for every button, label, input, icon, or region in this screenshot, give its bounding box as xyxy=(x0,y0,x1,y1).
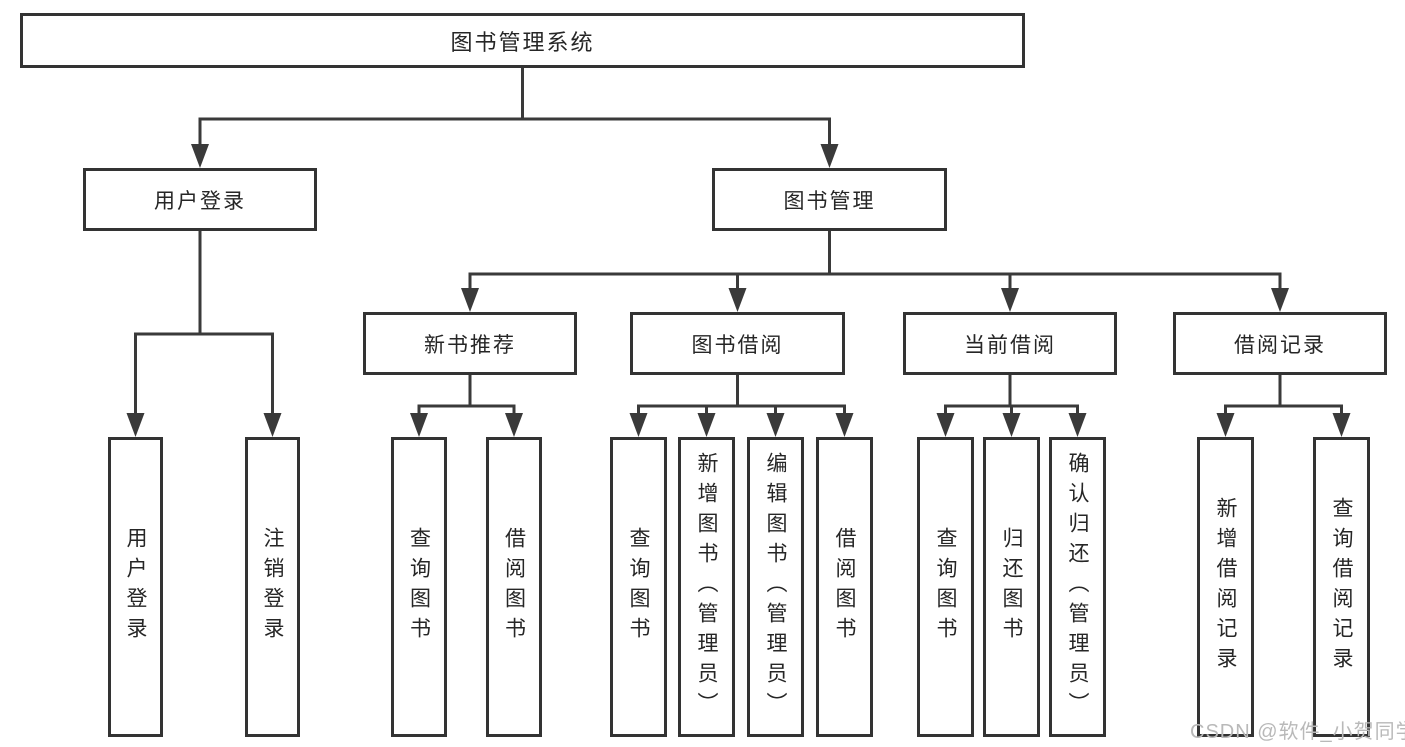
node-current-borrow-label: 当前借阅 xyxy=(964,333,1056,357)
leaf-query-borrow-record-label: 查询借阅记录 xyxy=(1330,497,1353,677)
leaf-confirm-return-admin-label: 确认归还（管理员） xyxy=(1066,452,1089,722)
leaf-edit-book-admin: 编辑图书（管理员） xyxy=(747,437,804,737)
leaf-confirm-return-admin: 确认归还（管理员） xyxy=(1049,437,1106,737)
node-user-login-label: 用户登录 xyxy=(154,189,246,213)
node-new-books: 新书推荐 xyxy=(363,312,577,375)
leaf-add-borrow-record-label: 新增借阅记录 xyxy=(1214,497,1237,677)
watermark: CSDN @软件_小贺同学 xyxy=(1190,721,1405,743)
leaf-user-login-label: 用户登录 xyxy=(124,527,147,647)
node-book-management-label: 图书管理 xyxy=(783,189,876,213)
leaf-return-book-label: 归还图书 xyxy=(1000,527,1023,647)
node-current-borrow: 当前借阅 xyxy=(903,312,1117,375)
arrowheads xyxy=(126,144,1351,437)
node-book-borrow: 图书借阅 xyxy=(630,312,845,375)
leaf-newbooks-borrow-books: 借阅图书 xyxy=(486,437,542,737)
leaf-newbooks-query-books-label: 查询图书 xyxy=(407,527,431,647)
leaf-newbooks-borrow-books-label: 借阅图书 xyxy=(502,527,526,647)
leaf-logout: 注销登录 xyxy=(245,437,300,737)
leaf-borrow-borrow-books-label: 借阅图书 xyxy=(833,527,856,647)
leaf-borrow-borrow-books: 借阅图书 xyxy=(816,437,873,737)
node-book-borrow-label: 图书借阅 xyxy=(691,333,784,357)
node-book-management: 图书管理 xyxy=(712,168,947,231)
node-borrow-records: 借阅记录 xyxy=(1173,312,1387,375)
node-borrow-records-label: 借阅记录 xyxy=(1234,333,1326,357)
leaf-borrow-query-books: 查询图书 xyxy=(610,437,667,737)
leaf-current-query-books: 查询图书 xyxy=(917,437,974,737)
leaf-borrow-query-books-label: 查询图书 xyxy=(627,527,650,647)
leaf-user-login: 用户登录 xyxy=(108,437,163,737)
leaf-logout-label: 注销登录 xyxy=(261,527,284,647)
leaf-query-borrow-record: 查询借阅记录 xyxy=(1313,437,1370,737)
node-new-books-label: 新书推荐 xyxy=(424,333,516,357)
leaf-newbooks-query-books: 查询图书 xyxy=(391,437,447,737)
leaf-add-book-admin: 新增图书（管理员） xyxy=(678,437,735,737)
node-user-login: 用户登录 xyxy=(83,168,317,231)
leaf-add-book-admin-label: 新增图书（管理员） xyxy=(695,452,718,722)
leaf-current-query-books-label: 查询图书 xyxy=(934,527,957,647)
leaf-add-borrow-record: 新增借阅记录 xyxy=(1197,437,1254,737)
leaf-edit-book-admin-label: 编辑图书（管理员） xyxy=(764,452,787,722)
node-root: 图书管理系统 xyxy=(20,13,1025,68)
node-root-label: 图书管理系统 xyxy=(450,29,595,55)
leaf-return-book: 归还图书 xyxy=(983,437,1040,737)
